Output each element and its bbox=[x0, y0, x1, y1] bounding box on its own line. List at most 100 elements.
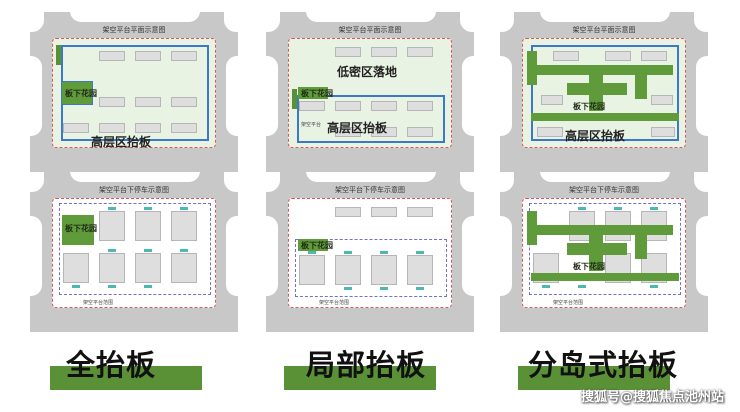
range-label: 架空平台范围 bbox=[553, 300, 584, 306]
building bbox=[371, 207, 397, 217]
building bbox=[99, 51, 125, 61]
road-block bbox=[30, 12, 44, 32]
core-marker bbox=[72, 285, 80, 288]
garden-area bbox=[298, 87, 328, 99]
core-marker bbox=[650, 285, 658, 288]
garden-area bbox=[298, 239, 328, 251]
parking-bay bbox=[99, 253, 125, 283]
road-block bbox=[460, 12, 474, 32]
parking-bay bbox=[135, 253, 161, 283]
podium-frame bbox=[297, 95, 445, 143]
garden-strip bbox=[56, 45, 61, 65]
parking-bay bbox=[335, 255, 361, 285]
caption-bar-partial bbox=[284, 366, 436, 390]
caption-bar-full bbox=[50, 366, 202, 390]
podium-label: 高层区抬板 bbox=[91, 135, 152, 149]
caption-partial: 局部抬板 bbox=[306, 348, 427, 382]
road-block bbox=[696, 56, 708, 136]
panel-partial-bottom: 架空平台下停车示意图 板下花园 架空平台范围 bbox=[266, 172, 474, 332]
building bbox=[63, 123, 89, 133]
building bbox=[553, 51, 579, 61]
building bbox=[407, 101, 433, 111]
caption-bar-island bbox=[518, 366, 670, 390]
core-marker bbox=[144, 285, 152, 288]
podium-label: 高层区抬板 bbox=[327, 121, 388, 135]
building bbox=[651, 95, 673, 105]
parking-range bbox=[59, 203, 211, 295]
parking-bay bbox=[371, 255, 397, 285]
core-marker bbox=[144, 249, 152, 252]
panel-island-bottom: 架空平台下停车示意图 板下花园 架空平台范围 bbox=[500, 172, 708, 332]
road-block bbox=[500, 12, 514, 32]
building bbox=[335, 127, 361, 137]
road-block bbox=[306, 172, 436, 182]
platform-label: 架空平台 bbox=[301, 122, 322, 128]
parking-range bbox=[529, 203, 681, 295]
site-boundary: 板下花园 架空平台范围 bbox=[288, 198, 452, 308]
panel-title: 架空平台下停车示意图 bbox=[569, 186, 639, 194]
core-marker bbox=[380, 287, 388, 290]
garden-island bbox=[567, 83, 627, 95]
panel-title: 架空平台下停车示意图 bbox=[99, 186, 169, 194]
site-boundary: 板下花园 架空平台范围 bbox=[522, 198, 686, 308]
road-block bbox=[500, 56, 512, 136]
core-marker bbox=[108, 249, 116, 252]
building bbox=[537, 127, 563, 137]
garden-island bbox=[537, 225, 673, 235]
road-block bbox=[540, 12, 670, 22]
road-block bbox=[266, 12, 280, 32]
garden-island bbox=[635, 235, 647, 259]
building bbox=[371, 47, 397, 57]
panel-title: 架空平台下停车示意图 bbox=[335, 186, 405, 194]
road-block bbox=[462, 56, 474, 136]
core-marker bbox=[308, 251, 316, 254]
building bbox=[171, 51, 197, 61]
garden-area bbox=[62, 215, 94, 245]
core-marker bbox=[108, 207, 116, 210]
lowrise-label: 低密区落地 bbox=[337, 65, 398, 79]
parking-bay bbox=[171, 211, 197, 241]
road-block bbox=[696, 216, 708, 296]
core-marker bbox=[578, 285, 586, 288]
building bbox=[407, 127, 433, 137]
core-marker bbox=[108, 285, 116, 288]
building bbox=[407, 207, 433, 217]
garden-label: 板下花园 bbox=[301, 241, 333, 250]
road-block bbox=[70, 172, 200, 182]
core-marker bbox=[144, 207, 152, 210]
building bbox=[171, 123, 197, 133]
watermark: 搜狐号@搜狐焦点池州站 bbox=[580, 390, 724, 405]
panel-title: 架空平台平面示意图 bbox=[102, 26, 166, 34]
road-block bbox=[306, 12, 436, 22]
core-marker bbox=[344, 287, 352, 290]
garden-label: 板下花园 bbox=[301, 89, 333, 98]
garden-strip bbox=[292, 89, 297, 109]
road-block bbox=[30, 216, 42, 296]
building bbox=[407, 47, 433, 57]
core-marker bbox=[416, 251, 424, 254]
core-marker bbox=[614, 207, 622, 210]
parking-bay bbox=[99, 211, 125, 241]
garden-island bbox=[635, 75, 647, 99]
garden-label: 板下花园 bbox=[65, 224, 97, 233]
road-block bbox=[540, 172, 670, 182]
building bbox=[99, 123, 125, 133]
site-boundary: 板下花园 高层区抬板 bbox=[52, 38, 216, 149]
panel-full-top: 架空平台平面示意图 板下花园 高层区抬板 bbox=[30, 12, 238, 172]
garden-island bbox=[531, 273, 679, 281]
road-block bbox=[462, 216, 474, 296]
road-block bbox=[694, 172, 708, 192]
road-block bbox=[224, 172, 238, 192]
building bbox=[135, 123, 161, 133]
panel-title: 架空平台平面示意图 bbox=[338, 26, 402, 34]
site-boundary: 板下花园 高层区抬板 bbox=[522, 38, 686, 148]
core-marker bbox=[650, 207, 658, 210]
garden-island bbox=[567, 243, 627, 255]
podium-label: 高层区抬板 bbox=[565, 129, 626, 143]
garden-label: 板下花园 bbox=[573, 262, 605, 271]
panel-title: 架空平台平面示意图 bbox=[572, 26, 636, 34]
road-block bbox=[694, 12, 708, 32]
garden-island bbox=[537, 65, 673, 75]
parking-bay bbox=[135, 211, 161, 241]
garden-island bbox=[527, 51, 537, 85]
